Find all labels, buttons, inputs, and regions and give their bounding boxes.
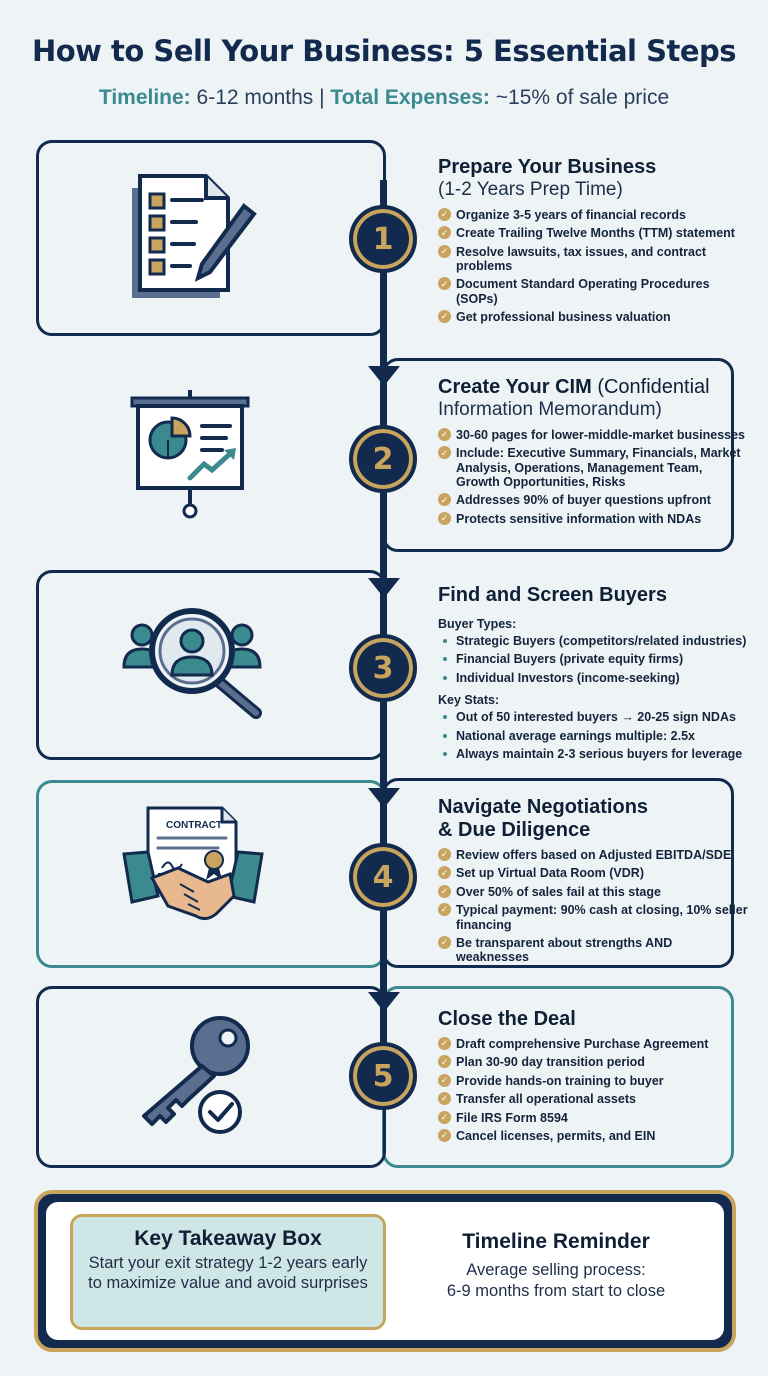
list-item: Strategic Buyers (competitors/related in… bbox=[438, 634, 748, 648]
step-5-title: Close the Deal bbox=[438, 1008, 576, 1030]
list-item: Addresses 90% of buyer questions upfront bbox=[438, 493, 748, 507]
takeaway-title: Key Takeaway Box bbox=[134, 1227, 322, 1250]
step-2-badge: 2 bbox=[349, 425, 417, 493]
step-1-subtitle: (1-2 Years Prep Time) bbox=[438, 179, 623, 200]
timeline-reminder: Timeline Reminder Average selling proces… bbox=[406, 1230, 706, 1301]
list-item: Plan 30-90 day transition period bbox=[438, 1055, 748, 1069]
arrow-1-icon bbox=[368, 366, 400, 386]
list-item: Document Standard Operating Procedures (… bbox=[438, 277, 748, 306]
checklist-icon bbox=[132, 174, 257, 298]
list-item: Include: Executive Summary, Financials, … bbox=[438, 446, 748, 489]
list-item: National average earnings multiple: 2.5x bbox=[438, 729, 748, 743]
list-item: Individual Investors (income-seeking) bbox=[438, 671, 748, 685]
step-1-list: Organize 3-5 years of financial records … bbox=[438, 207, 748, 325]
list-item: Resolve lawsuits, tax issues, and contra… bbox=[438, 244, 748, 274]
buyer-types-list: Strategic Buyers (competitors/related in… bbox=[438, 634, 748, 685]
step-2-title-light: (Confidential bbox=[597, 376, 710, 398]
step-2-subtitle: Information Memorandum) bbox=[438, 399, 662, 420]
list-item: Be transparent about strengths AND weakn… bbox=[438, 935, 748, 965]
list-item: Transfer all operational assets bbox=[438, 1092, 748, 1106]
step-5-content: Close the Deal Draft comprehensive Purch… bbox=[438, 1008, 748, 1147]
step-4-title: Navigate Negotiations bbox=[438, 796, 649, 818]
buyer-search-icon bbox=[122, 608, 262, 719]
reminder-title: Timeline Reminder bbox=[462, 1230, 650, 1253]
page-title: How to Sell Your Business: 5 Essential S… bbox=[31, 34, 737, 68]
step-2-list: 30-60 pages for lower-middle-market busi… bbox=[438, 427, 748, 526]
list-item: Over 50% of sales fail at this stage bbox=[438, 884, 748, 899]
contract-label: CONTRACT bbox=[166, 820, 222, 831]
step-4-title-line2: & Due Diligence bbox=[438, 819, 591, 841]
list-item: Typical payment: 90% cash at closing, 10… bbox=[438, 903, 748, 932]
step-4-badge: 4 bbox=[349, 843, 417, 911]
list-item: Financial Buyers (private equity firms) bbox=[438, 652, 748, 666]
list-item: Draft comprehensive Purchase Agreement bbox=[438, 1037, 748, 1051]
list-item: Provide hands-on training to buyer bbox=[438, 1073, 748, 1088]
key-icon bbox=[142, 1016, 250, 1134]
list-item: Set up Virtual Data Room (VDR) bbox=[438, 866, 748, 880]
list-item: Always maintain 2-3 serious buyers for l… bbox=[438, 747, 748, 761]
list-item: File IRS Form 8594 bbox=[438, 1110, 748, 1125]
arrow-4-icon bbox=[368, 992, 400, 1012]
step-3-content: Find and Screen Buyers Buyer Types: Stra… bbox=[438, 584, 748, 765]
expenses-label: Total Expenses: bbox=[330, 86, 490, 109]
step-1-badge: 1 bbox=[349, 205, 417, 273]
separator: | bbox=[319, 86, 325, 109]
list-item: Protects sensitive information with NDAs bbox=[438, 511, 748, 526]
takeaway-text: Start your exit strategy 1-2 years early… bbox=[88, 1254, 368, 1292]
step-2-title-main: Create Your CIM bbox=[438, 376, 592, 398]
step-5-badge: 5 bbox=[349, 1042, 417, 1110]
list-item: Create Trailing Twelve Months (TTM) stat… bbox=[438, 226, 748, 240]
arrow-2-icon bbox=[368, 578, 400, 598]
step-5-list: Draft comprehensive Purchase Agreement P… bbox=[438, 1037, 748, 1143]
step-4-list: Review offers based on Adjusted EBITDA/S… bbox=[438, 848, 748, 965]
list-item: Organize 3-5 years of financial records bbox=[438, 207, 748, 222]
key-stats-label: Key Stats: bbox=[438, 693, 500, 708]
page-subtitle: Timeline: 6-12 months | Total Expenses: … bbox=[0, 86, 768, 110]
step-4-content: Navigate Negotiations & Due Diligence Re… bbox=[438, 796, 748, 969]
summary-panel: Key Takeaway Box Start your exit strateg… bbox=[34, 1190, 736, 1352]
step-2-content: Create Your CIM (Confidential Informatio… bbox=[438, 376, 748, 530]
timeline-label: Timeline: bbox=[98, 86, 191, 109]
step-3-title: Find and Screen Buyers bbox=[438, 584, 667, 606]
reminder-line-2: 6-9 months from start to close bbox=[446, 1281, 666, 1300]
timeline-value: 6-12 months bbox=[196, 86, 314, 109]
list-item: Get professional business valuation bbox=[438, 310, 748, 324]
summary-panel-inner: Key Takeaway Box Start your exit strateg… bbox=[46, 1202, 724, 1340]
expenses-value: ~15% of sale price bbox=[495, 86, 670, 109]
step-2-title: Create Your CIM (Confidential bbox=[438, 376, 748, 399]
key-takeaway-box: Key Takeaway Box Start your exit strateg… bbox=[70, 1214, 386, 1330]
list-item: Out of 50 interested buyers → 20-25 sign… bbox=[438, 710, 748, 724]
contract-handshake-icon: CONTRACT bbox=[122, 806, 264, 921]
timeline-spine bbox=[380, 180, 387, 1080]
step-1-title: Prepare Your Business bbox=[438, 156, 657, 178]
buyer-types-label: Buyer Types: bbox=[438, 617, 517, 631]
list-item: 30-60 pages for lower-middle-market busi… bbox=[438, 427, 748, 442]
check-circle-icon bbox=[198, 1090, 242, 1134]
arrow-3-icon bbox=[368, 788, 400, 808]
list-item: Review offers based on Adjusted EBITDA/S… bbox=[438, 848, 748, 862]
step-3-badge: 3 bbox=[349, 634, 417, 702]
list-item: Cancel licenses, permits, and EIN bbox=[438, 1128, 748, 1143]
key-stats-list: Out of 50 interested buyers → 20-25 sign… bbox=[438, 710, 748, 761]
reminder-line-1: Average selling process: bbox=[466, 1261, 646, 1279]
step-1-content: Prepare Your Business (1-2 Years Prep Ti… bbox=[438, 156, 748, 328]
presentation-chart-icon bbox=[130, 390, 250, 519]
